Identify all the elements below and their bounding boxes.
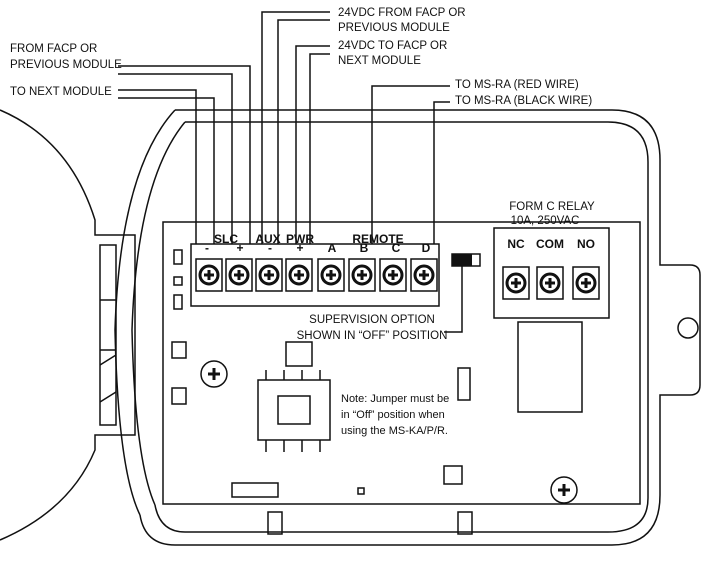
note-line3: using the MS-KA/P/R. [341, 425, 448, 437]
label-remote: REMOTE [352, 232, 403, 246]
terminal-block-housing [190, 243, 440, 307]
relay-block-housing [493, 227, 610, 319]
callout-supervision-line1: SUPERVISION OPTION [309, 314, 435, 326]
relay-screw-no [572, 266, 600, 300]
test-button [443, 465, 463, 485]
callout-aux-to-line1: 24VDC TO FACP OR [338, 40, 447, 52]
enclosure-inner-outline [154, 121, 649, 533]
callout-relay-rating: 10A, 250VAC [511, 215, 580, 227]
callout-ms-ra-black: TO MS-RA (BLACK WIRE) [455, 95, 592, 107]
label-pwr-plus: + [296, 241, 303, 255]
leader-aux-to [295, 45, 330, 244]
callout-supervision-line2: SHOWN IN “OFF” POSITION [297, 330, 448, 342]
label-slc: SLC [214, 232, 238, 246]
callout-to-next-module: TO NEXT MODULE [10, 86, 112, 98]
label-aux: AUX [255, 232, 280, 246]
led-bottom [357, 487, 365, 495]
callout-from-facp-line1: FROM FACP OR [10, 43, 97, 55]
enclosure-left-curve [114, 109, 176, 516]
board-screw-left-cross [208, 368, 220, 380]
label-a: A [328, 241, 337, 255]
leader-lines [118, 11, 463, 333]
label-slc-minus: - [205, 241, 209, 255]
callout-aux-to-line2: NEXT MODULE [338, 55, 421, 67]
left-bracket-slot [99, 244, 117, 426]
label-d: D [422, 241, 431, 255]
leader-aux-from-2 [277, 19, 330, 244]
note-line1: Note: Jumper must be [341, 393, 449, 405]
label-c: C [392, 241, 401, 255]
circuit-board [162, 221, 641, 505]
relay-screw-com [536, 266, 564, 300]
terminal-screw-slc-minus [195, 258, 223, 292]
board-pin-2 [173, 276, 183, 286]
left-mount-bracket [0, 109, 136, 541]
board-screw-right [550, 476, 578, 504]
supervision-jumper-fill [452, 254, 472, 266]
leader-aux-from [261, 11, 330, 244]
callout-aux-from-line2: PREVIOUS MODULE [338, 22, 450, 34]
label-b: B [360, 241, 369, 255]
enclosure-left-curve-inner [131, 121, 186, 506]
leader-slc-from-2 [118, 73, 233, 244]
relay-screw-nc [502, 266, 530, 300]
transformer-core [277, 395, 311, 425]
board-screw-right-cross [558, 484, 570, 496]
transformer [257, 379, 331, 441]
label-nc: NC [507, 237, 525, 251]
label-aux-minus: - [268, 241, 272, 255]
terminal-screw-aux-minus [255, 258, 283, 292]
callout-aux-from-line1: 24VDC FROM FACP OR [338, 7, 466, 19]
leader-aux-to-2 [309, 53, 330, 244]
callout-relay-title: FORM C RELAY [509, 201, 595, 213]
mounting-hole [677, 317, 699, 339]
label-com: COM [536, 237, 564, 251]
terminal-screw-pwr-plus [285, 258, 313, 292]
board-pin-4 [171, 341, 187, 359]
terminal-screw-remote-d [410, 258, 438, 292]
enclosure-outline [139, 109, 701, 546]
leader-ms-ra-red [371, 85, 450, 244]
terminal-screw-remote-c [379, 258, 407, 292]
terminal-screw-slc-plus [225, 258, 253, 292]
relay-component [517, 321, 583, 413]
label-pwr: PWR [286, 232, 314, 246]
connector-bottom [231, 482, 279, 498]
bottom-tab-1 [267, 511, 283, 535]
leader-slc-from [118, 65, 251, 244]
label-no: NO [577, 237, 595, 251]
terminal-screw-remote-a [317, 258, 345, 292]
leader-slc-to [118, 89, 197, 244]
component-vertical [457, 367, 471, 401]
left-bracket-hatch-4 [99, 391, 117, 403]
callout-ms-ra-red: TO MS-RA (RED WIRE) [455, 79, 579, 91]
leader-supervision [444, 266, 463, 333]
left-bracket-hatch-3 [99, 354, 117, 366]
board-pin-3 [173, 294, 183, 310]
board-pin-1 [173, 249, 183, 265]
note-line2: in “Off” position when [341, 409, 445, 421]
terminal-screws [195, 258, 600, 496]
board-screw-left [200, 360, 228, 388]
board-pin-5 [171, 387, 187, 405]
transformer-top-block [285, 341, 313, 367]
bottom-tab-2 [457, 511, 473, 535]
leader-slc-to-2 [118, 97, 215, 244]
leader-ms-ra-black [433, 101, 450, 244]
callout-from-facp-line2: PREVIOUS MODULE [10, 59, 122, 71]
label-slc-plus: + [236, 241, 243, 255]
transformer-pins [265, 370, 321, 452]
terminal-screw-remote-b [348, 258, 376, 292]
